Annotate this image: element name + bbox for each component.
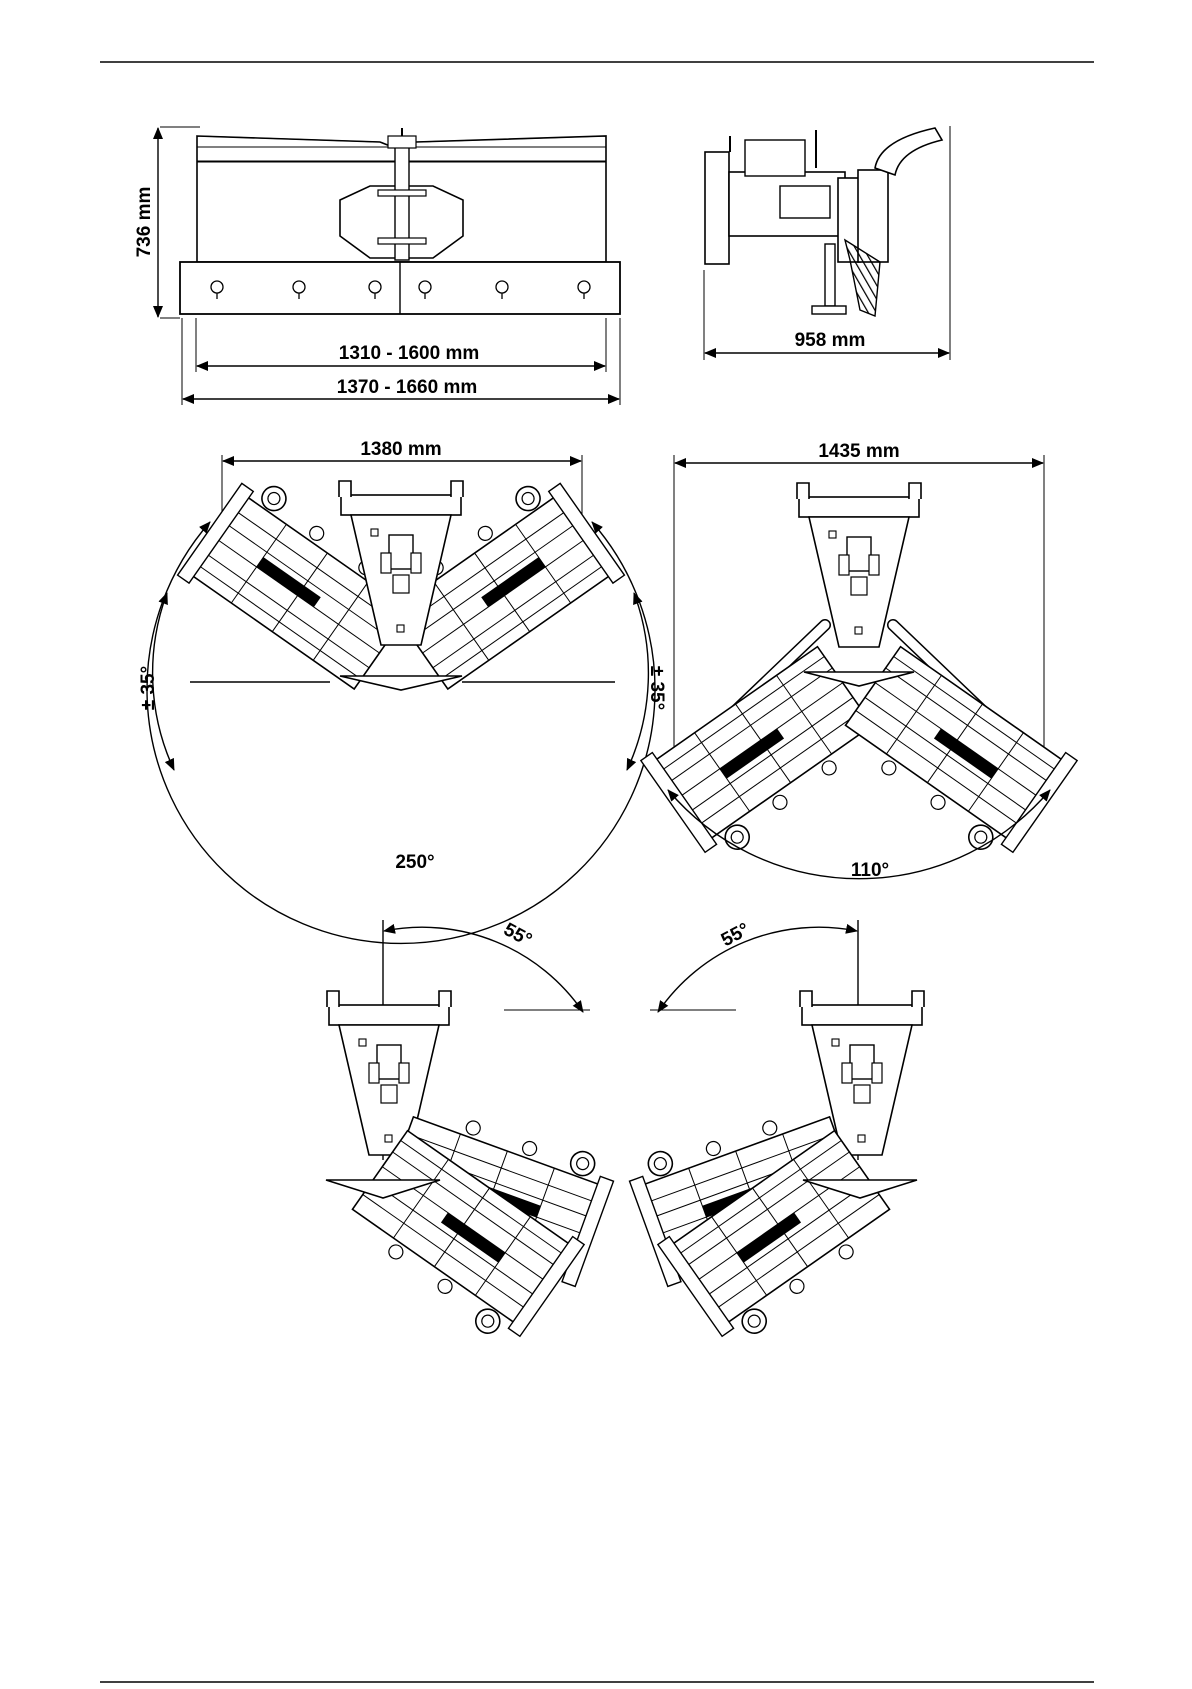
v-width-label: 1380 mm: [360, 439, 441, 460]
front-inner-width-label: 1310 - 1600 mm: [339, 343, 480, 364]
side-view: 958 mm: [704, 126, 950, 360]
side-length-label: 958 mm: [795, 330, 866, 351]
arrow-arc-label: 110°: [851, 860, 889, 881]
v-angle-left-label: ± 35°: [138, 666, 159, 710]
top-view-v: 1380 mm ± 35° ± 35° 250°: [138, 439, 667, 943]
arrow-width-label: 1435 mm: [818, 441, 899, 462]
v-angle-right-label: ± 35°: [646, 666, 667, 710]
angled-left-angle-label: 55°: [718, 919, 753, 951]
angled-right-view: 55°: [326, 919, 620, 1351]
top-view-arrow: 1435 mm 110°: [641, 441, 1077, 881]
v-arc-label: 250°: [395, 852, 434, 873]
front-height-label: 736 mm: [134, 187, 155, 258]
front-view: 736 mm 1310 - 1600 mm 1370 - 1660 mm: [134, 127, 620, 405]
front-outer-width-label: 1370 - 1660 mm: [337, 377, 478, 398]
angled-left-view: 55°: [623, 919, 924, 1351]
